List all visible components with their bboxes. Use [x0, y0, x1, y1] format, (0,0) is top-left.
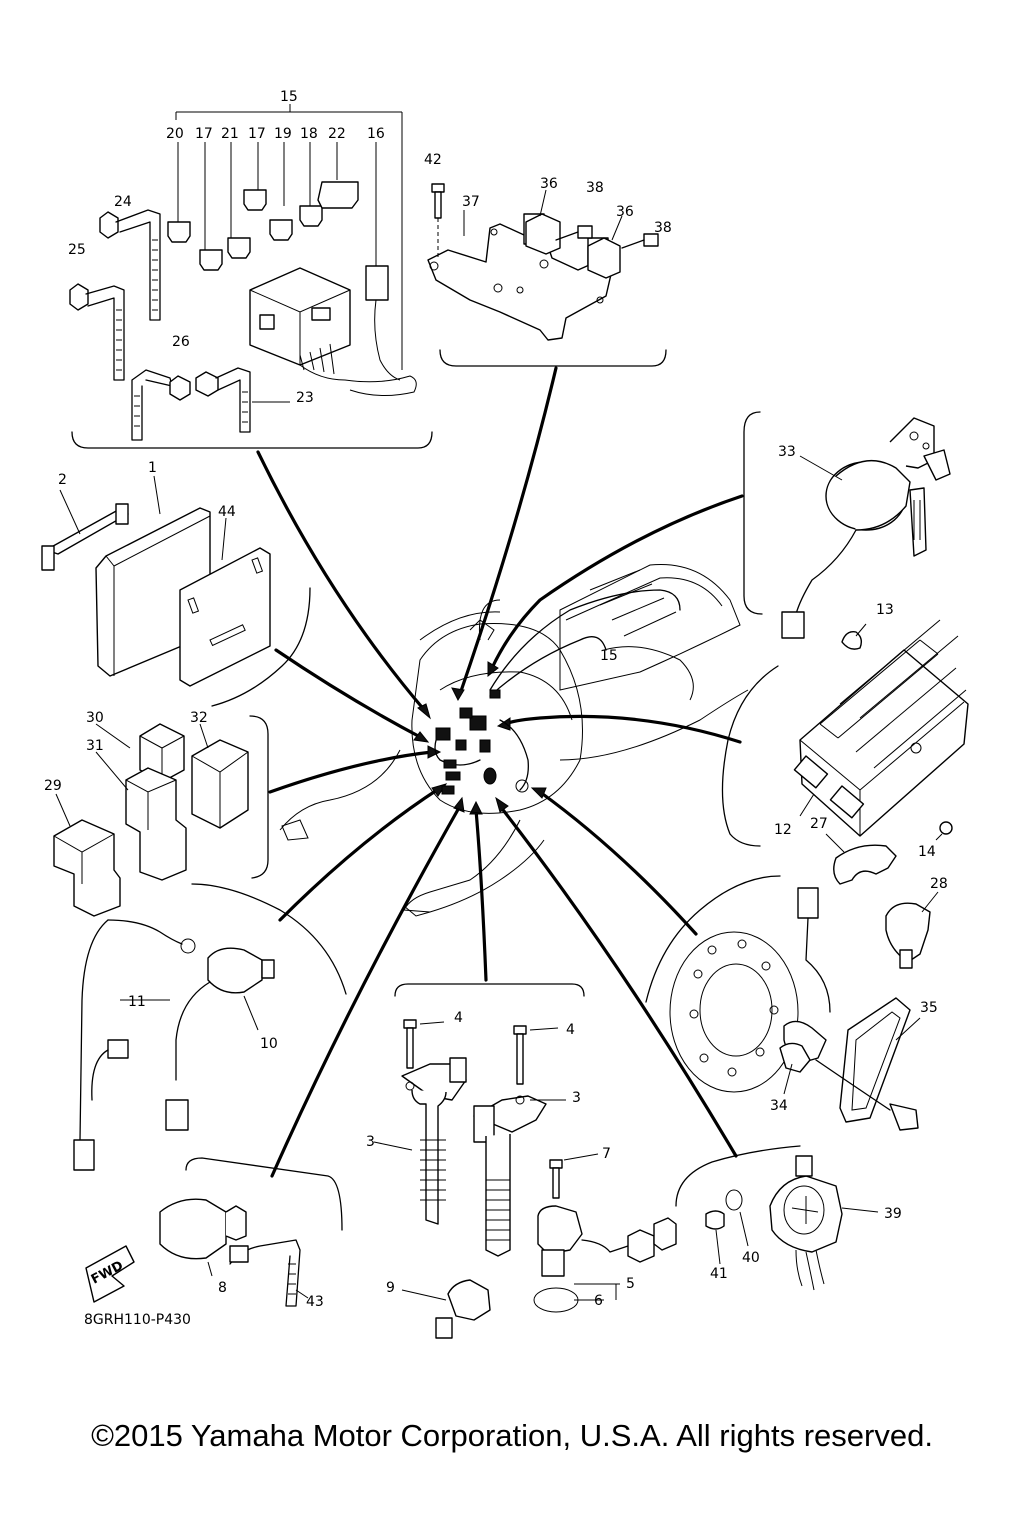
label-34: 34 [770, 1098, 788, 1114]
label-38: 38 [586, 180, 604, 196]
label-8: 8 [218, 1280, 227, 1296]
label-18: 18 [300, 126, 318, 142]
label-4: 4 [566, 1022, 575, 1038]
label-5: 5 [626, 1276, 635, 1292]
group-brackets [71, 349, 801, 1231]
label-36: 36 [616, 204, 634, 220]
label-6: 6 [594, 1293, 603, 1309]
relays-group [53, 723, 249, 917]
label-32: 32 [190, 710, 208, 726]
main-switch-group [781, 417, 951, 639]
label-38: 38 [654, 220, 672, 236]
label-25: 25 [68, 242, 86, 258]
label-44: 44 [218, 504, 236, 520]
label-43: 43 [306, 1294, 324, 1310]
part-number-labels: 15 20 17 21 17 19 18 22 16 24 25 26 23 4… [44, 89, 948, 1310]
label-7: 7 [602, 1146, 611, 1162]
label-37: 37 [462, 194, 480, 210]
stator-group [669, 833, 939, 1131]
label-28: 28 [930, 876, 948, 892]
label-12: 12 [774, 822, 792, 838]
ignition-coils-group [373, 1019, 566, 1257]
copyright-notice: ©2015 Yamaha Motor Corporation, U.S.A. A… [91, 1418, 933, 1453]
label-17: 17 [248, 126, 266, 142]
relay-bracket-group [427, 183, 659, 341]
label-29: 29 [44, 778, 62, 794]
label-42: 42 [424, 152, 442, 168]
label-30: 30 [86, 710, 104, 726]
label-17: 17 [195, 126, 213, 142]
label-16: 16 [367, 126, 385, 142]
label-13: 13 [876, 602, 894, 618]
label-33: 33 [778, 444, 796, 460]
label-10: 10 [260, 1036, 278, 1052]
motorcycle-frame [279, 563, 749, 917]
rectifier-group [793, 619, 969, 841]
label-2: 2 [58, 472, 67, 488]
sensor-39-group [705, 1155, 879, 1291]
switch-8-group [85, 1198, 309, 1307]
label-15: 15 [280, 89, 298, 105]
label-20: 20 [166, 126, 184, 142]
label-3: 3 [572, 1090, 581, 1106]
drawing-code: 8GRH110-P430 [84, 1312, 191, 1328]
label-23: 23 [296, 390, 314, 406]
label-9: 9 [386, 1280, 395, 1296]
label-3: 3 [366, 1134, 375, 1150]
label-39: 39 [884, 1206, 902, 1222]
ecu-group [41, 475, 271, 687]
label-36: 36 [540, 176, 558, 192]
crank-sensor-group [401, 1153, 677, 1339]
leader-lines [256, 366, 744, 1178]
label-19: 19 [274, 126, 292, 142]
label-11: 11 [128, 994, 146, 1010]
wiring-parts-diagram: 15 20 17 21 17 19 18 22 16 24 25 26 23 4… [41, 89, 969, 1339]
label-27: 27 [810, 816, 828, 832]
label-4: 4 [454, 1010, 463, 1026]
label-15: 15 [600, 648, 618, 664]
label-26: 26 [172, 334, 190, 350]
label-22: 22 [328, 126, 346, 142]
label-1: 1 [148, 460, 157, 476]
label-41: 41 [710, 1266, 728, 1282]
sensors-group [73, 919, 275, 1171]
fuse-box-group [69, 104, 417, 441]
label-24: 24 [114, 194, 132, 210]
label-31: 31 [86, 738, 104, 754]
label-35: 35 [920, 1000, 938, 1016]
label-21: 21 [221, 126, 239, 142]
wire-harness [434, 589, 681, 795]
label-40: 40 [742, 1250, 760, 1266]
label-14: 14 [918, 844, 936, 860]
